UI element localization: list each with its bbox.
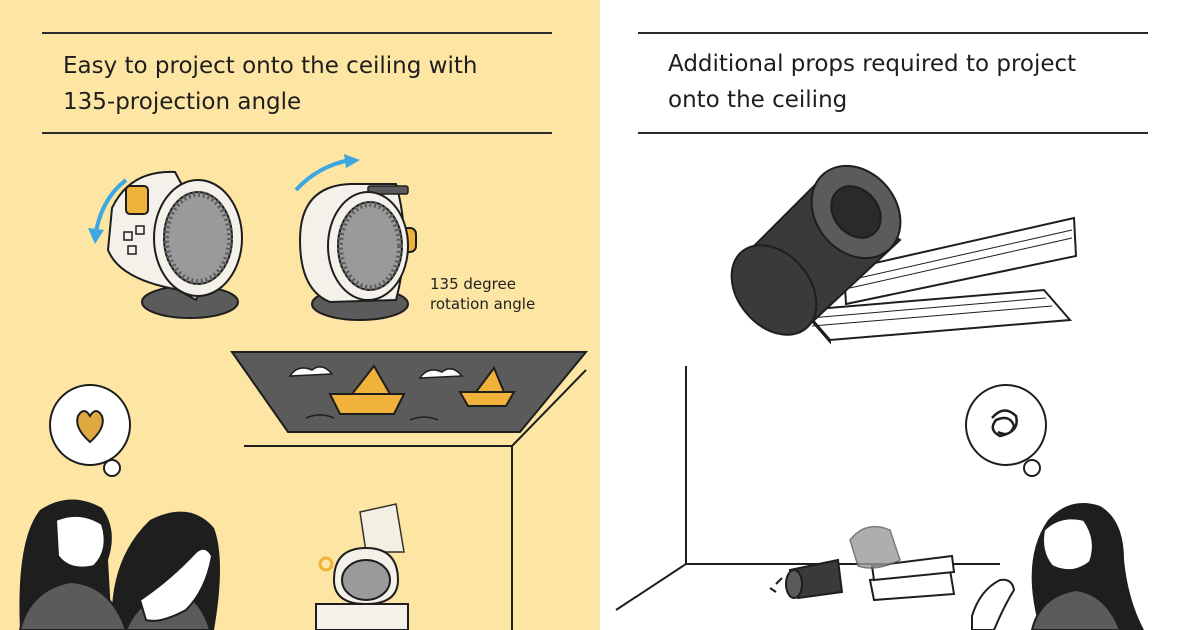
thought-bubble-right (965, 384, 1047, 477)
cylinder-projector (730, 164, 902, 336)
room-corner (244, 445, 513, 630)
fallen-projector-books (769, 525, 956, 602)
projector-on-stand (315, 503, 409, 630)
right-heading: Additional props required to project ont… (668, 51, 1077, 113)
couple-illustration (18, 499, 220, 630)
person-illustration (971, 503, 1144, 630)
room-corner-edge (511, 369, 587, 447)
thought-bubble-left (49, 384, 131, 477)
left-heading-bottom-rule (42, 132, 552, 134)
rotate-arrow-forward (294, 158, 351, 192)
projector-upright (298, 183, 417, 321)
room-corner-right (615, 366, 687, 611)
rotate-arrow-back-head (88, 228, 104, 244)
right-heading-top-rule (638, 32, 1148, 34)
heart-icon (76, 410, 104, 444)
rotation-callout: 135 degree rotation angle (430, 274, 535, 314)
right-panel-artwork (615, 164, 1144, 630)
left-panel: Easy to project onto the ceiling with 13… (0, 0, 600, 630)
left-heading: Easy to project onto the ceiling with 13… (63, 53, 478, 115)
rotation-callout-line1: 135 degree (430, 275, 516, 293)
left-panel-artwork (0, 0, 600, 630)
books-stack (801, 216, 1078, 345)
right-panel: Additional props required to project ont… (600, 0, 1200, 630)
right-heading-bottom-rule (638, 132, 1148, 134)
scribble-icon (991, 409, 1018, 438)
left-heading-top-rule (42, 32, 552, 34)
rotation-callout-line2: rotation angle (430, 295, 536, 313)
rotate-arrow-forward-head (344, 154, 360, 168)
projector-tilted (106, 170, 243, 319)
ceiling-projection (230, 351, 589, 433)
